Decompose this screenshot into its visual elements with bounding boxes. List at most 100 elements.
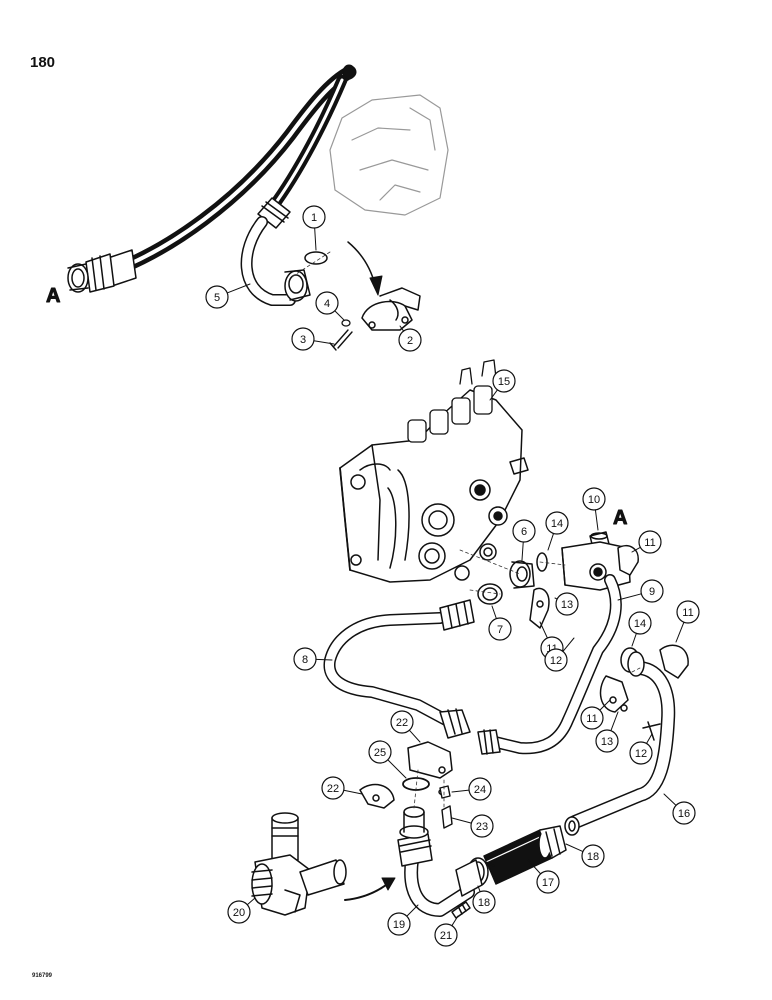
part-15-control-valve	[339, 359, 529, 583]
callout-circle	[544, 648, 568, 672]
callout-leader-line	[547, 532, 555, 551]
callout-16: 16	[663, 793, 696, 825]
callout-20: 20	[227, 897, 256, 924]
part-24-washer	[438, 785, 451, 799]
callout-leader-line	[451, 915, 459, 927]
callout-leader-line	[562, 637, 575, 652]
callout-number: 5	[214, 292, 220, 304]
callout-number: 13	[601, 736, 613, 748]
callout-number: 12	[550, 655, 562, 667]
callout-leader-line	[631, 546, 641, 553]
callout-number: 24	[474, 784, 486, 796]
callout-number: 10	[588, 494, 600, 506]
callout-circle	[676, 600, 700, 624]
part-8-tube	[323, 612, 452, 726]
callout-circle	[390, 710, 414, 734]
callout-number: 8	[302, 654, 308, 666]
arrow-head	[369, 275, 383, 296]
arrow-head-lower	[381, 877, 396, 891]
callout-number: 7	[497, 624, 503, 636]
callout-circle	[536, 870, 560, 894]
callout-21: 21	[434, 915, 459, 947]
callout-number: 4	[324, 298, 330, 310]
callout-number: 16	[678, 808, 690, 820]
callout-leader-line	[314, 227, 317, 251]
callout-19: 19	[387, 904, 419, 936]
tube-8-fittings	[439, 599, 475, 739]
part-5-elbow-tube	[240, 216, 311, 306]
part-20-tee-fitting	[251, 812, 347, 916]
callout-2: 2	[398, 325, 422, 352]
callout-leader-line	[451, 817, 472, 824]
callout-leader-line	[646, 733, 653, 744]
hydraulic-hose	[103, 64, 357, 279]
callout-1: 1	[302, 205, 326, 251]
callout-circle	[387, 912, 411, 936]
callout-number: 17	[542, 877, 554, 889]
callout-number: 22	[396, 717, 408, 729]
callout-circle	[492, 369, 516, 393]
callout-25: 25	[368, 740, 407, 779]
callout-14: 14	[545, 511, 569, 551]
callout-number: 18	[478, 897, 490, 909]
part-21-fitting	[451, 901, 471, 919]
callout-10: 10	[582, 487, 606, 531]
callout-number: 9	[649, 586, 655, 598]
callout-leader-line	[334, 310, 345, 321]
callout-12: 12	[629, 733, 653, 765]
callout-leader-line	[387, 759, 407, 779]
callout-leader-line	[399, 325, 405, 332]
assembly-arrow-lower	[344, 881, 391, 901]
callout-circle	[315, 291, 339, 315]
callout-7: 7	[488, 605, 512, 641]
callout-circle	[581, 844, 605, 868]
part-14-o-ring	[536, 552, 548, 572]
callout-24: 24	[451, 777, 492, 801]
part-23-bolt	[441, 805, 453, 829]
callout-circle	[672, 801, 696, 825]
callout-circle	[595, 729, 619, 753]
pump-body-background	[329, 94, 449, 216]
callout-circle	[488, 617, 512, 641]
callout-leader-line	[663, 793, 677, 806]
callout-circle	[472, 890, 496, 914]
callout-circle	[512, 519, 536, 543]
callout-leader-line	[594, 509, 599, 531]
callout-4: 4	[315, 291, 345, 321]
part-6-adapter	[509, 560, 535, 589]
callout-number: 11	[682, 607, 693, 619]
callout-circle	[368, 740, 392, 764]
callout-6: 6	[512, 519, 536, 561]
callout-number: 14	[551, 518, 563, 530]
part-2-split-flange	[361, 287, 421, 331]
part-1-o-ring	[304, 251, 328, 265]
callout-13: 13	[554, 592, 579, 616]
callout-circle	[628, 611, 652, 635]
callout-11: 11	[580, 699, 611, 730]
callout-circle	[582, 487, 606, 511]
connection-letter-a-valve: A	[613, 507, 627, 529]
callout-circle	[640, 579, 664, 603]
callout-number: 12	[635, 748, 647, 760]
callout-leader-line	[406, 904, 419, 917]
part-4-washer	[341, 319, 351, 327]
callout-15: 15	[489, 369, 516, 401]
callout-12: 12	[544, 637, 575, 672]
part-7-o-ring	[477, 583, 503, 605]
callout-3: 3	[291, 327, 335, 351]
callout-circle	[205, 285, 229, 309]
part-16-tube	[568, 661, 676, 829]
callout-circle	[629, 741, 653, 765]
callout-circle	[398, 328, 422, 352]
tube-16-flange-end	[564, 651, 645, 836]
callout-leader-line	[521, 541, 524, 561]
callout-circle	[302, 205, 326, 229]
callout-leader-line	[313, 340, 335, 345]
hose-crimp-fitting	[257, 197, 291, 229]
callout-number: 21	[440, 930, 452, 942]
callout-leader-line	[527, 859, 542, 875]
callout-number: 20	[233, 907, 245, 919]
page-number: 180	[30, 54, 56, 71]
